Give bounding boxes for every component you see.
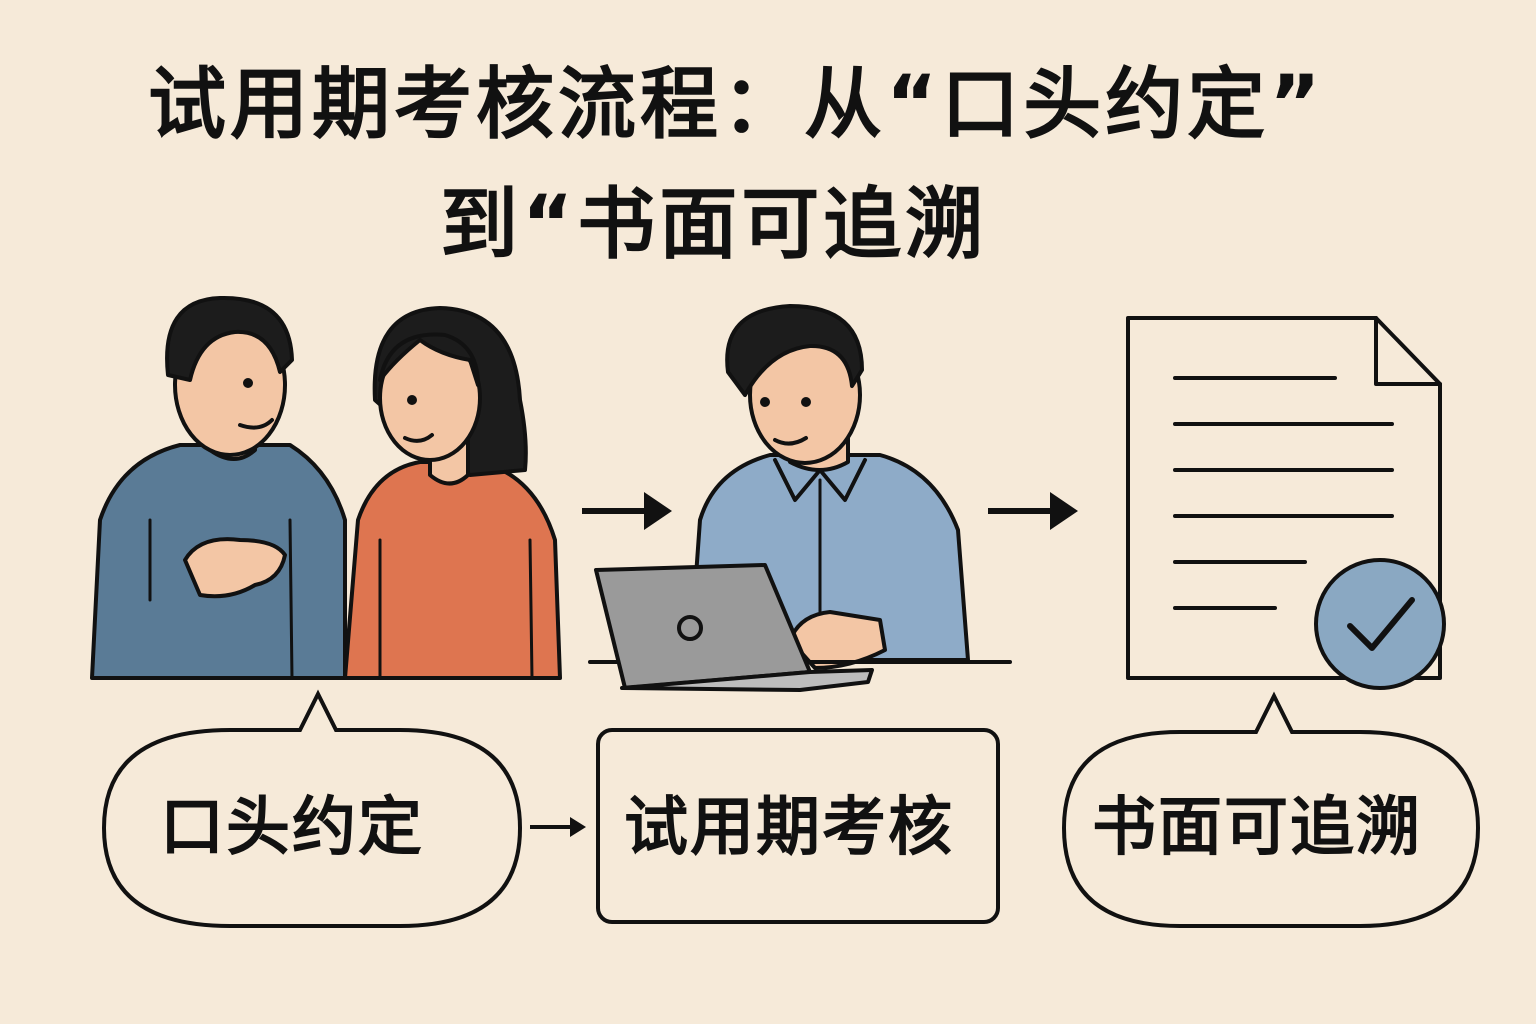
verbal-bubble [101, 689, 523, 928]
review-box [596, 728, 1000, 924]
man-hand [183, 537, 287, 599]
written-bubble [1061, 691, 1481, 928]
woman-torso [343, 460, 562, 680]
person-at-laptop-illustration [588, 304, 1012, 692]
reviewer-hair [725, 304, 864, 397]
man-hair [165, 295, 294, 382]
page-title-line-1: 试用期考核流程：从“口头约定” [148, 60, 1325, 150]
laptop-logo [677, 615, 703, 641]
check-badge [1314, 558, 1446, 690]
page-title-line-2: 到“书面可追溯 [440, 180, 988, 270]
two-people-talking-illustration [90, 295, 562, 680]
arrow-right-icon [582, 492, 672, 530]
flow-arrow-small [530, 817, 586, 837]
step-label-written: 书面可追溯 [1092, 791, 1422, 865]
checkmark-icon [1347, 597, 1415, 651]
arrow-right-icon [988, 492, 1078, 530]
document-with-checkmark-icon [1126, 316, 1446, 690]
step-label-review: 试用期考核 [624, 791, 954, 865]
step-label-verbal: 口头约定 [160, 791, 424, 865]
laptop-base [620, 668, 874, 692]
